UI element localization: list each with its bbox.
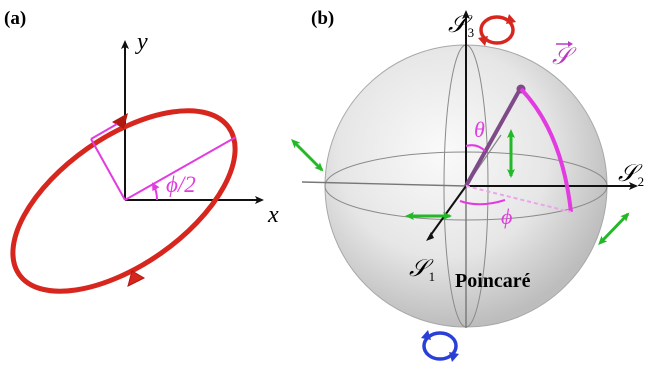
angle-arc	[152, 182, 160, 201]
major-axis-line	[124, 136, 237, 201]
s3-label: 𝒮3	[448, 12, 474, 40]
minor-axis-line	[90, 138, 126, 201]
minor-axis-connector	[90, 123, 118, 140]
polarization-ellipse	[10, 108, 238, 294]
panel-b: (b) 𝒮3 𝒮2 𝒮1 θ ϕ 𝒮	[291, 8, 644, 362]
s2-label: 𝒮2	[618, 161, 644, 189]
panel-a-label: (a)	[4, 8, 26, 29]
sphere-label: Poincaré	[455, 270, 531, 292]
angle-label: ϕ/2	[166, 172, 196, 197]
clockwise-circular-arrow-icon	[478, 14, 516, 46]
s1-axis	[429, 185, 467, 237]
ellipse-direction-arrow-bottom	[127, 270, 146, 287]
y-axis-label: y	[135, 29, 148, 55]
stokes-vector	[464, 90, 521, 187]
panel-b-label: (b)	[311, 8, 334, 29]
s1-arrow	[426, 232, 434, 241]
vector-label: 𝒮	[552, 44, 577, 70]
panel-a: (a) y x ϕ/2	[4, 8, 279, 294]
x-axis-label: x	[267, 202, 279, 228]
vector-label-arrowhead	[568, 41, 573, 47]
counterclockwise-circular-arrow-icon	[421, 330, 459, 362]
latitude-arc	[519, 87, 573, 213]
phi-label: ϕ	[501, 204, 512, 229]
s2-axis-back	[301, 181, 467, 187]
phi-arc	[459, 199, 506, 206]
green-arrow-diagonal-left	[291, 139, 324, 172]
theta-arc	[465, 144, 486, 152]
theta-label: θ	[474, 117, 485, 142]
green-arrow-diagonal-right	[598, 212, 630, 246]
ellipse-direction-arrow-top	[112, 113, 128, 129]
